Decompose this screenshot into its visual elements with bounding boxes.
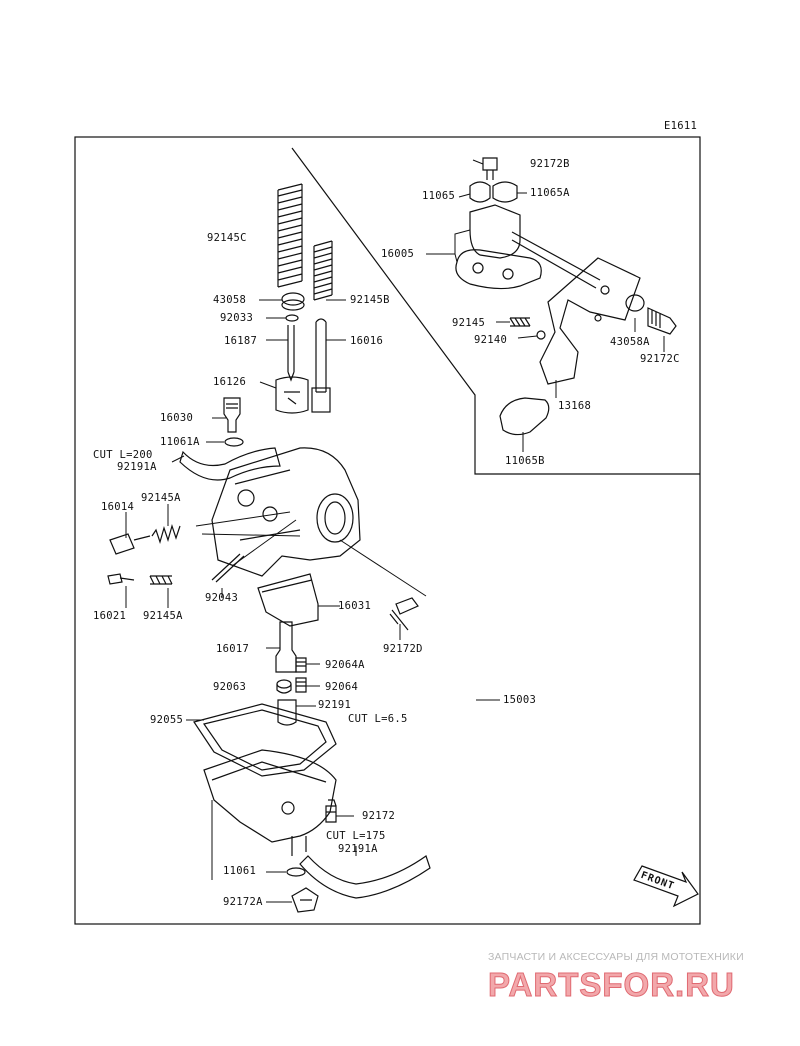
hose-92191A-bottom bbox=[299, 855, 431, 899]
bolt-92172B bbox=[482, 157, 498, 180]
screw-92172 bbox=[325, 799, 337, 823]
pilot-screw-16014 bbox=[109, 533, 151, 555]
label-16126: 16126 bbox=[213, 376, 247, 388]
front-arrow-icon bbox=[633, 865, 699, 908]
label-92064A: 92064A bbox=[325, 659, 365, 671]
label-92145A-mid: 92145A bbox=[141, 492, 181, 504]
oring-11061A bbox=[224, 437, 244, 447]
block-16031 bbox=[257, 573, 319, 627]
label-11065A: 11065A bbox=[530, 187, 570, 199]
label-cut-200: CUT L=200 bbox=[93, 449, 153, 461]
cap-11065 bbox=[469, 181, 491, 203]
seat-92063 bbox=[276, 679, 292, 689]
drain-screw-92172A bbox=[291, 887, 319, 913]
jet-92064 bbox=[295, 677, 307, 693]
hose-92191A-top bbox=[179, 447, 281, 481]
retainer-43058 bbox=[281, 292, 305, 306]
choke-lever-13168 bbox=[539, 257, 641, 385]
label-92064: 92064 bbox=[325, 681, 359, 693]
label-16014: 16014 bbox=[101, 501, 135, 513]
watermark-tagline: ЗАПЧАСТИ И АКСЕССУАРЫ ДЛЯ МОТОТЕХНИКИ bbox=[488, 951, 744, 963]
piston-16016 bbox=[315, 318, 327, 393]
diagram-code: E1611 bbox=[664, 120, 698, 132]
label-92145B: 92145B bbox=[350, 294, 390, 306]
label-92043: 92043 bbox=[205, 592, 239, 604]
label-16187: 16187 bbox=[224, 335, 258, 347]
throttle-valve-16126 bbox=[275, 376, 309, 414]
label-43058: 43058 bbox=[213, 294, 247, 306]
label-13168: 13168 bbox=[558, 400, 592, 412]
label-92145C: 92145C bbox=[207, 232, 247, 244]
label-92055: 92055 bbox=[150, 714, 184, 726]
main-frame bbox=[74, 136, 701, 925]
knob-11065B bbox=[499, 397, 550, 436]
spring-92145A-mid bbox=[151, 523, 181, 545]
label-92145: 92145 bbox=[452, 317, 486, 329]
label-92191A-top: 92191A bbox=[117, 461, 157, 473]
label-16017: 16017 bbox=[216, 643, 250, 655]
screw-92172D bbox=[389, 597, 419, 631]
spring-92145B bbox=[313, 240, 333, 301]
label-16021: 16021 bbox=[93, 610, 127, 622]
tube-92191 bbox=[277, 699, 297, 726]
label-92191A-bottom: 92191A bbox=[338, 843, 378, 855]
bolt-92172C bbox=[647, 307, 677, 335]
label-92033: 92033 bbox=[220, 312, 254, 324]
label-43058A: 43058A bbox=[610, 336, 650, 348]
gasket-92055 bbox=[193, 703, 337, 777]
label-92172B: 92172B bbox=[530, 158, 570, 170]
label-16005: 16005 bbox=[381, 248, 415, 260]
inset-box-lines bbox=[291, 147, 700, 475]
label-16031: 16031 bbox=[338, 600, 372, 612]
washer-43058A bbox=[625, 294, 645, 312]
jet-92064A bbox=[295, 657, 307, 673]
spring-92145 bbox=[509, 317, 531, 327]
label-92063: 92063 bbox=[213, 681, 247, 693]
label-11065B: 11065B bbox=[505, 455, 545, 467]
label-92172D: 92172D bbox=[383, 643, 423, 655]
label-16030: 16030 bbox=[160, 412, 194, 424]
label-11061: 11061 bbox=[223, 865, 257, 877]
label-92172A: 92172A bbox=[223, 896, 263, 908]
main-jet-16017 bbox=[275, 621, 297, 673]
label-92145A-low: 92145A bbox=[143, 610, 183, 622]
label-92140: 92140 bbox=[474, 334, 508, 346]
float-bowl bbox=[203, 749, 337, 843]
label-16016: 16016 bbox=[350, 335, 384, 347]
label-15003: 15003 bbox=[503, 694, 537, 706]
lever-holder-16005 bbox=[469, 204, 521, 259]
label-92172: 92172 bbox=[362, 810, 396, 822]
spring-92145A-low bbox=[149, 575, 173, 585]
label-92172C: 92172C bbox=[640, 353, 680, 365]
cap-11065A bbox=[492, 181, 518, 203]
carb-body bbox=[211, 447, 361, 577]
fitting-16030 bbox=[223, 397, 241, 433]
watermark-logo: PARTSFOR.RU bbox=[488, 966, 735, 1004]
label-92191: 92191 bbox=[318, 699, 352, 711]
label-cut-175: CUT L=175 bbox=[326, 830, 386, 842]
label-11065: 11065 bbox=[422, 190, 456, 202]
spring-92145C bbox=[277, 183, 303, 288]
oring-11061 bbox=[286, 867, 306, 877]
clip-92033 bbox=[285, 314, 299, 322]
label-cut-6-5: CUT L=6.5 bbox=[348, 713, 408, 725]
jet-16021 bbox=[107, 573, 135, 585]
needle-16187 bbox=[287, 325, 295, 382]
ball-92140 bbox=[536, 330, 546, 340]
label-11061A: 11061A bbox=[160, 436, 200, 448]
